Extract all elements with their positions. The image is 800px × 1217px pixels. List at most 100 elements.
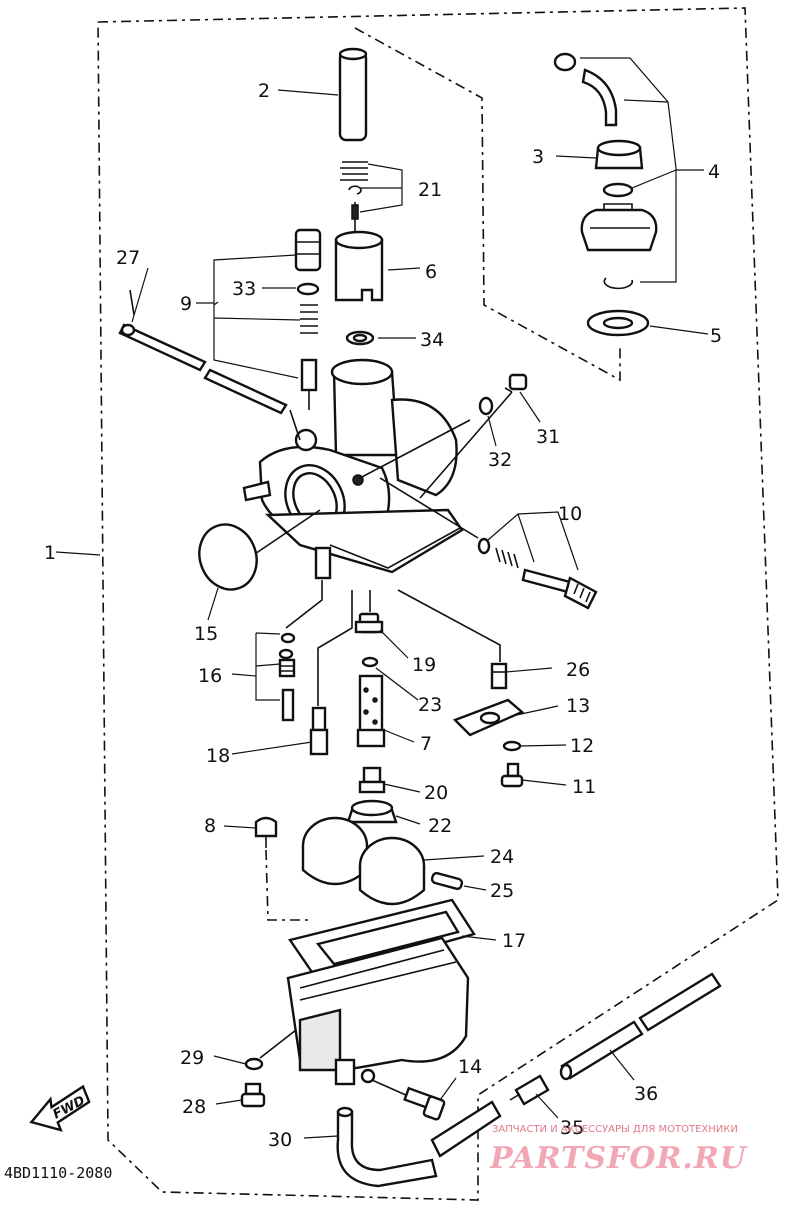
screw-26 — [490, 662, 508, 690]
mixing-chamber-top — [580, 203, 658, 252]
line-26-body — [397, 589, 501, 662]
callout-10: 10 — [558, 503, 582, 525]
leader-10-line — [379, 477, 479, 539]
pilot-screw-18 — [309, 706, 329, 756]
callout-6: 6 — [425, 261, 437, 283]
jet-needle — [351, 202, 359, 235]
leader-4 — [580, 57, 677, 283]
callout-21: 21 — [418, 179, 442, 201]
carburetor-body — [242, 358, 464, 580]
callout-15: 15 — [194, 623, 218, 645]
callout-7: 7 — [420, 733, 432, 755]
callout-8: 8 — [204, 815, 216, 837]
line-14 — [371, 1079, 409, 1097]
callout-3: 3 — [532, 146, 544, 168]
washer-29 — [244, 1057, 264, 1071]
starter-spring — [300, 304, 318, 334]
callout-4: 4 — [708, 161, 720, 183]
needle-jet-19 — [354, 612, 384, 634]
callout-2: 2 — [258, 80, 270, 102]
leader-9 — [213, 254, 301, 379]
washer-34 — [345, 330, 375, 346]
cable-elbow — [553, 52, 618, 127]
callout-28: 28 — [182, 1096, 206, 1118]
throttle-spring — [340, 161, 368, 181]
o-ring-16b — [278, 648, 294, 660]
gasket-13 — [452, 698, 525, 737]
float-pin-25 — [430, 871, 464, 891]
gasket-5 — [586, 309, 650, 337]
screw-11 — [500, 762, 524, 788]
clip-21 — [348, 185, 362, 195]
starter-plunger-cap — [294, 228, 322, 272]
callout-12: 12 — [570, 735, 594, 757]
circlip-4 — [603, 277, 634, 290]
callout-9: 9 — [180, 293, 192, 315]
callout-17: 17 — [502, 930, 526, 952]
leader-16 — [255, 632, 281, 701]
leader-18 — [317, 590, 353, 706]
o-ring-16a — [280, 632, 296, 644]
dash-link-2-5 — [354, 27, 621, 382]
callout-34: 34 — [420, 329, 444, 351]
float-24 — [301, 816, 426, 906]
drain-bolt-14 — [403, 1086, 446, 1121]
callout-29: 29 — [180, 1047, 204, 1069]
throttle-valve — [334, 230, 384, 302]
callout-27: 27 — [116, 247, 140, 269]
pilot-screw-10 — [521, 568, 598, 610]
callout-30: 30 — [268, 1129, 292, 1151]
fitting-35 — [509, 1074, 550, 1106]
main-jet-20 — [358, 766, 386, 794]
o-ring-10 — [477, 537, 491, 555]
screw-8 — [254, 816, 278, 848]
callout-35: 35 — [560, 1117, 584, 1139]
baffle-22 — [346, 799, 398, 824]
callouts: 1 2 3 4 5 6 7 8 9 10 11 12 13 14 15 16 1… — [44, 80, 722, 1151]
callout-24: 24 — [490, 846, 514, 868]
leader-31-32-line — [359, 391, 513, 499]
line-29 — [259, 1029, 297, 1059]
callout-33: 33 — [232, 278, 256, 300]
drawing-code: 4BD1110-2080 — [4, 1164, 112, 1182]
pilot-jet-16 — [278, 658, 296, 722]
leader-32 — [487, 415, 497, 447]
watermark-brand: PARTSFOR.RU — [489, 1141, 748, 1176]
callout-36: 36 — [634, 1083, 658, 1105]
o-ring-15 — [198, 523, 258, 591]
washer-32 — [478, 396, 494, 416]
callout-16: 16 — [198, 665, 222, 687]
callout-25: 25 — [490, 880, 514, 902]
watermark: ЗАПЧАСТИ И АКСЕССУАРЫ ДЛЯ МОТОТЕХНИКИ PA… — [489, 1124, 748, 1176]
gasket-17 — [288, 898, 476, 980]
cap-nut — [594, 139, 644, 170]
leader-21 — [359, 163, 403, 213]
callout-20: 20 — [424, 782, 448, 804]
callout-11: 11 — [572, 776, 596, 798]
screw-31 — [504, 373, 528, 393]
leader-10 — [487, 511, 579, 571]
fwd-arrow-icon: FWD — [29, 1084, 91, 1132]
line-16-body — [285, 580, 323, 629]
slide-cable-housing — [338, 47, 368, 142]
leader-15-line — [245, 509, 321, 561]
washer-33 — [296, 282, 320, 296]
line-8 — [265, 849, 310, 921]
washer-23 — [361, 656, 379, 668]
line-27-body — [129, 289, 301, 441]
drain-screw-28 — [240, 1082, 266, 1108]
callout-32: 32 — [488, 449, 512, 471]
callout-22: 22 — [428, 815, 452, 837]
float-bowl — [286, 936, 470, 1086]
callout-31: 31 — [536, 426, 560, 448]
callout-5: 5 — [710, 325, 722, 347]
callout-19: 19 — [412, 654, 436, 676]
callout-23: 23 — [418, 694, 442, 716]
needle-jet-holder-7 — [356, 674, 386, 748]
callout-13: 13 — [566, 695, 590, 717]
o-ring-4 — [602, 182, 634, 198]
callout-14: 14 — [458, 1056, 482, 1078]
washer-12 — [502, 740, 522, 752]
starter-plunger — [300, 358, 318, 410]
